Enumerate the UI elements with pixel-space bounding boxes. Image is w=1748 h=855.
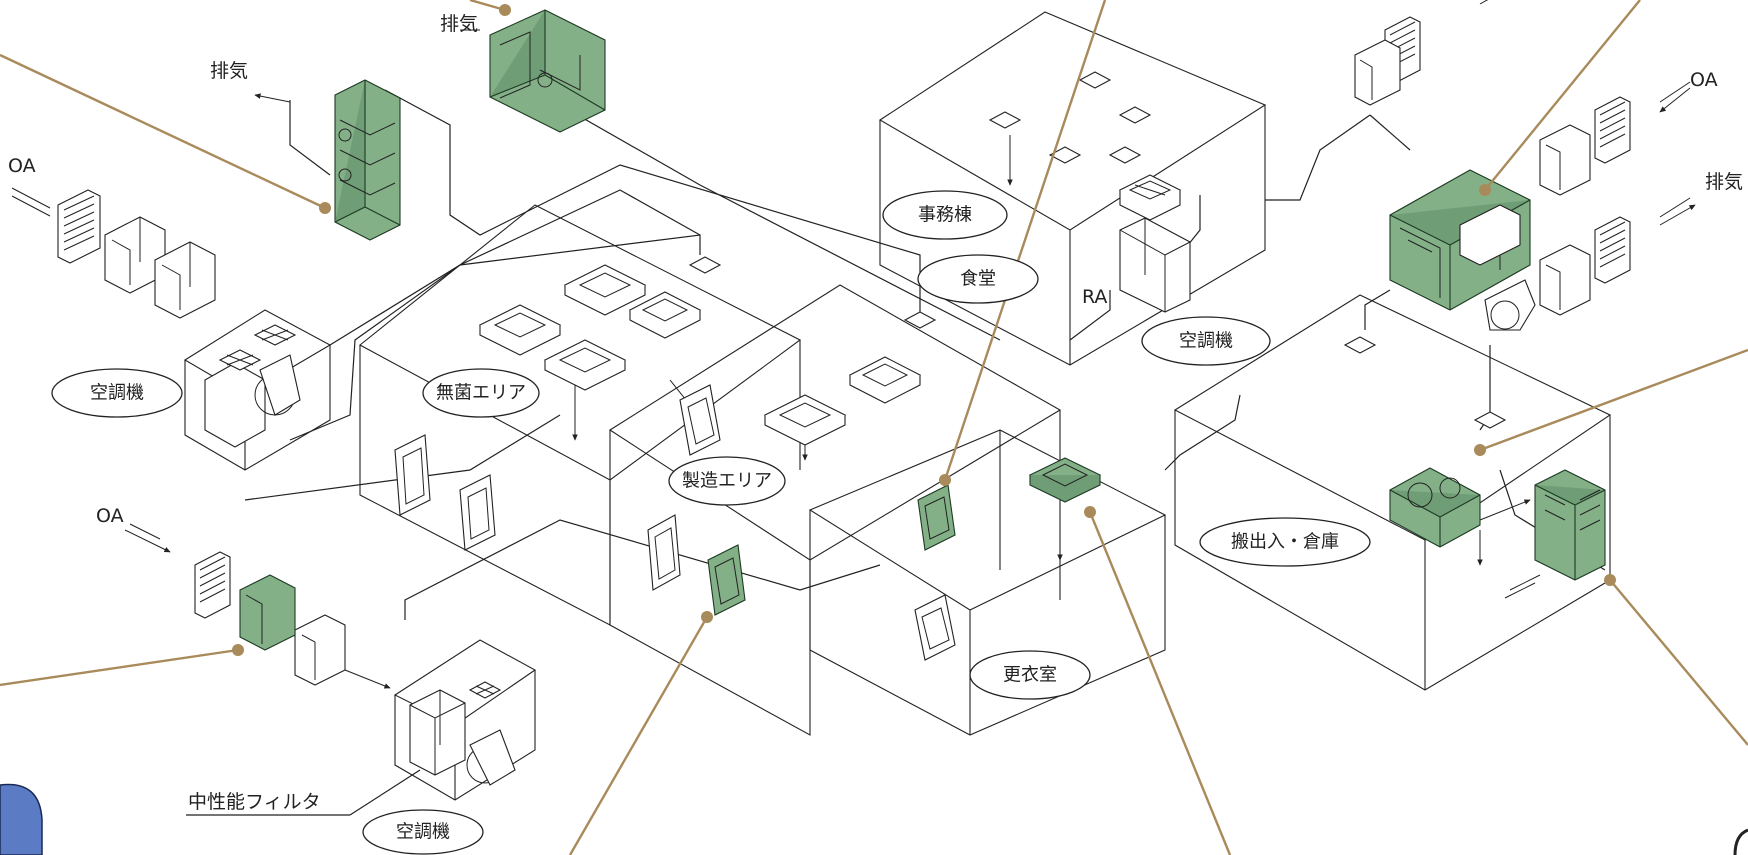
fan-unit-icon [1389,169,1531,311]
oval-changing-room: 更衣室 [969,650,1091,700]
ceiling-diffuser-icon [628,291,702,339]
filter-box-icon [1539,124,1591,196]
duct-arrow-icon [124,529,171,553]
duct-arrow-icon [254,93,291,103]
fan-unit-icon [459,474,496,551]
fan-unit-icon [914,594,956,661]
svg-text:食堂: 食堂 [960,269,996,290]
louver-icon [1594,216,1631,284]
oval-loading-warehouse: 搬出入・倉庫 [1199,517,1371,567]
svg-text:空調機: 空調機 [396,822,450,843]
duct-arrow-icon [11,187,51,209]
duct-arrow-icon [1659,87,1691,113]
label-return-air: RA [1082,286,1107,308]
label-exhaust-left: 排気 [210,60,248,82]
svg-text:事務棟: 事務棟 [918,205,972,226]
louver-icon [1594,96,1631,164]
duct-arrow-icon [1659,204,1696,226]
label-medium-filter: 中性能フィルタ [188,791,321,813]
duct-arrow-icon [11,195,51,217]
label-oa-left: OA [8,155,36,177]
svg-text:搬出入・倉庫: 搬出入・倉庫 [1231,532,1339,553]
oval-manufacturing-area: 製造エリア [668,456,786,506]
fan-unit-icon [707,544,746,616]
oval-office-building: 事務棟 [882,190,1008,240]
svg-text:空調機: 空調機 [1179,331,1233,352]
filter-box-icon [1354,39,1401,106]
ceiling-diffuser-icon [543,339,627,391]
label-oa-right: OA [1690,69,1718,91]
air-handler-office [1119,217,1191,313]
duct-arrow-icon [1504,582,1536,599]
room-labels: 空調機 無菌エリア 製造エリア 事務棟 食堂 空調機 搬出入・倉庫 更衣室 [51,190,1371,855]
fan-unit-icon [917,484,956,551]
fan-unit-icon [489,9,606,133]
ceiling-diffuser-icon [1118,174,1182,221]
ceiling-diffuser-icon [563,264,647,316]
damper-icon [688,256,1507,429]
equipment [57,16,1631,786]
louver-icon [194,551,231,619]
filter-box-icon [1539,244,1591,316]
oval-air-handler-lower: 空調機 [362,809,484,855]
highlighted-equipment [239,9,1606,651]
label-exhaust-right: 排気 [1705,171,1743,193]
fan-unit-icon [394,434,431,516]
ceiling-diffuser-icon [478,304,562,356]
filter-box-icon [1534,469,1606,581]
duct-arrow-icon [344,669,391,689]
filter-box-icon [334,79,401,241]
office-building-sides [879,105,1266,366]
text-labels: 排気 排気 OA OA OA 排気 RA 中性能フィルタ [8,13,1743,816]
blower-icon [466,729,516,786]
filter-box-icon [409,689,466,776]
changing-room-top [808,429,1167,611]
filter-box-icon [154,241,216,319]
oval-cafeteria: 食堂 [917,254,1039,304]
duct-lines [244,89,1606,620]
filter-box-icon [294,614,346,686]
louver-icon [57,189,101,264]
svg-text:更衣室: 更衣室 [1003,665,1057,686]
damper-icon [253,324,297,346]
corner-arc [1733,828,1748,855]
duct-arrow-icon [1479,499,1531,521]
blower-icon [1389,467,1481,548]
oval-air-handler-office: 空調機 [1141,316,1271,366]
room-outlines [183,11,1612,801]
ceiling-diffuser-icon [1028,457,1102,503]
damper-icon [218,349,262,371]
duct-arrow-icon [1479,0,1489,5]
oval-sterile-area: 無菌エリア [422,368,540,418]
damper-icon [988,71,1152,164]
damper-icon [468,681,502,699]
filter-box-icon [239,574,296,651]
corner-badge [0,783,43,855]
fan-unit-icon [647,514,681,591]
svg-text:空調機: 空調機 [90,383,144,404]
corner-decorations [0,783,1748,855]
ceiling-diffuser-icon [848,356,922,404]
oval-air-handler-left: 空調機 [51,368,183,418]
fan-unit-icon [679,384,721,456]
airflow-arrows [11,0,1696,689]
label-exhaust-top: 排気 [440,13,478,35]
duct-arrow-icon [1509,574,1541,591]
ceiling-diffuser-icon [763,394,847,446]
svg-text:無菌エリア: 無菌エリア [436,383,526,404]
warehouse-sides [1174,410,1611,691]
duct-arrow-icon [1659,197,1691,218]
label-oa-lower: OA [96,505,124,527]
svg-text:製造エリア: 製造エリア [682,471,772,492]
blower-icon [1484,279,1536,331]
blower-icon [204,354,301,448]
duct-arrow-icon [129,523,161,540]
duct-arrow-icon [1659,81,1691,103]
